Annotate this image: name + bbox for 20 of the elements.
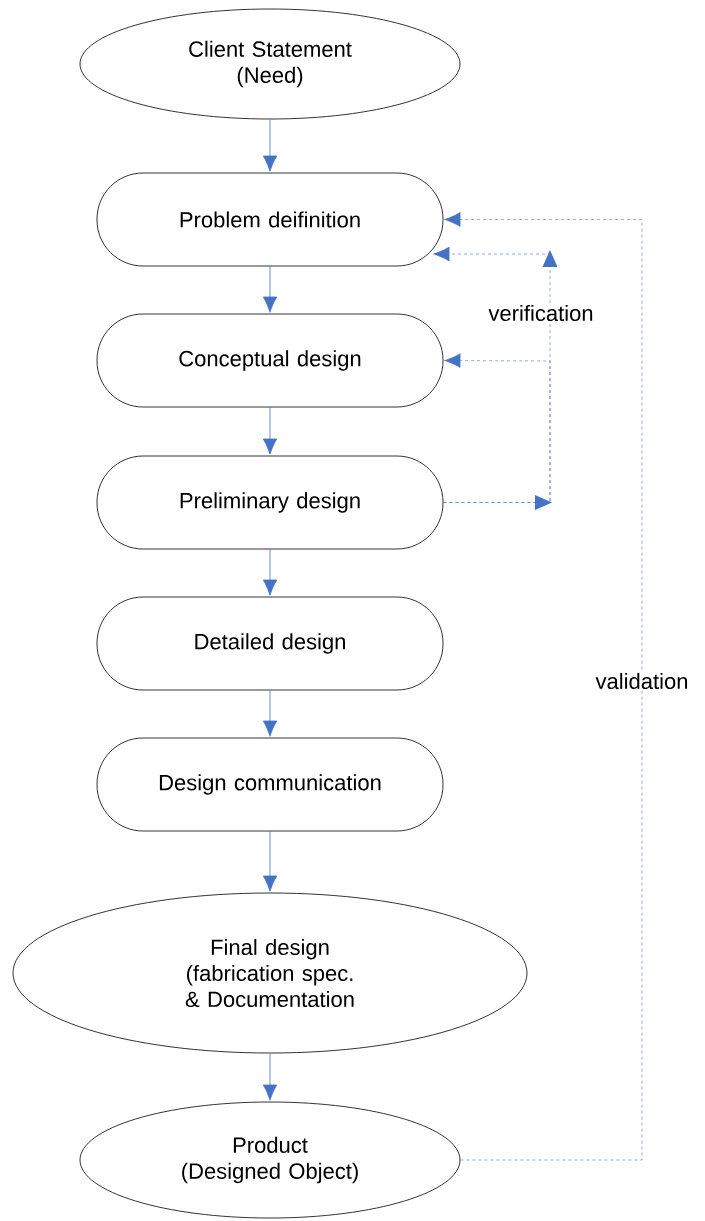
arrow	[262, 266, 278, 313]
edge-label: validation	[593, 670, 691, 692]
arrow	[262, 1053, 278, 1101]
dashed-arrow	[444, 212, 643, 1161]
dashed-arrow	[433, 246, 558, 510]
edge-label: verification	[486, 302, 596, 324]
arrow	[262, 549, 278, 596]
rounded-box: Design communication	[96, 737, 444, 832]
rounded-box: Detailed design	[96, 596, 444, 691]
arrow	[262, 690, 278, 737]
dashed-arrow	[443, 353, 551, 503]
rounded-box: Problem deifinition	[96, 172, 444, 267]
rounded-box: Conceptual design	[96, 313, 444, 408]
arrow	[262, 119, 278, 172]
rounded-box: Preliminary design	[96, 455, 444, 550]
oval-node: Product (Designed Object)	[79, 1101, 461, 1219]
oval-node: Client Statement (Need)	[79, 8, 461, 120]
arrow	[262, 407, 278, 455]
oval-node: Final design (fabrication spec. & Documentation	[12, 892, 528, 1054]
arrow	[262, 831, 278, 892]
